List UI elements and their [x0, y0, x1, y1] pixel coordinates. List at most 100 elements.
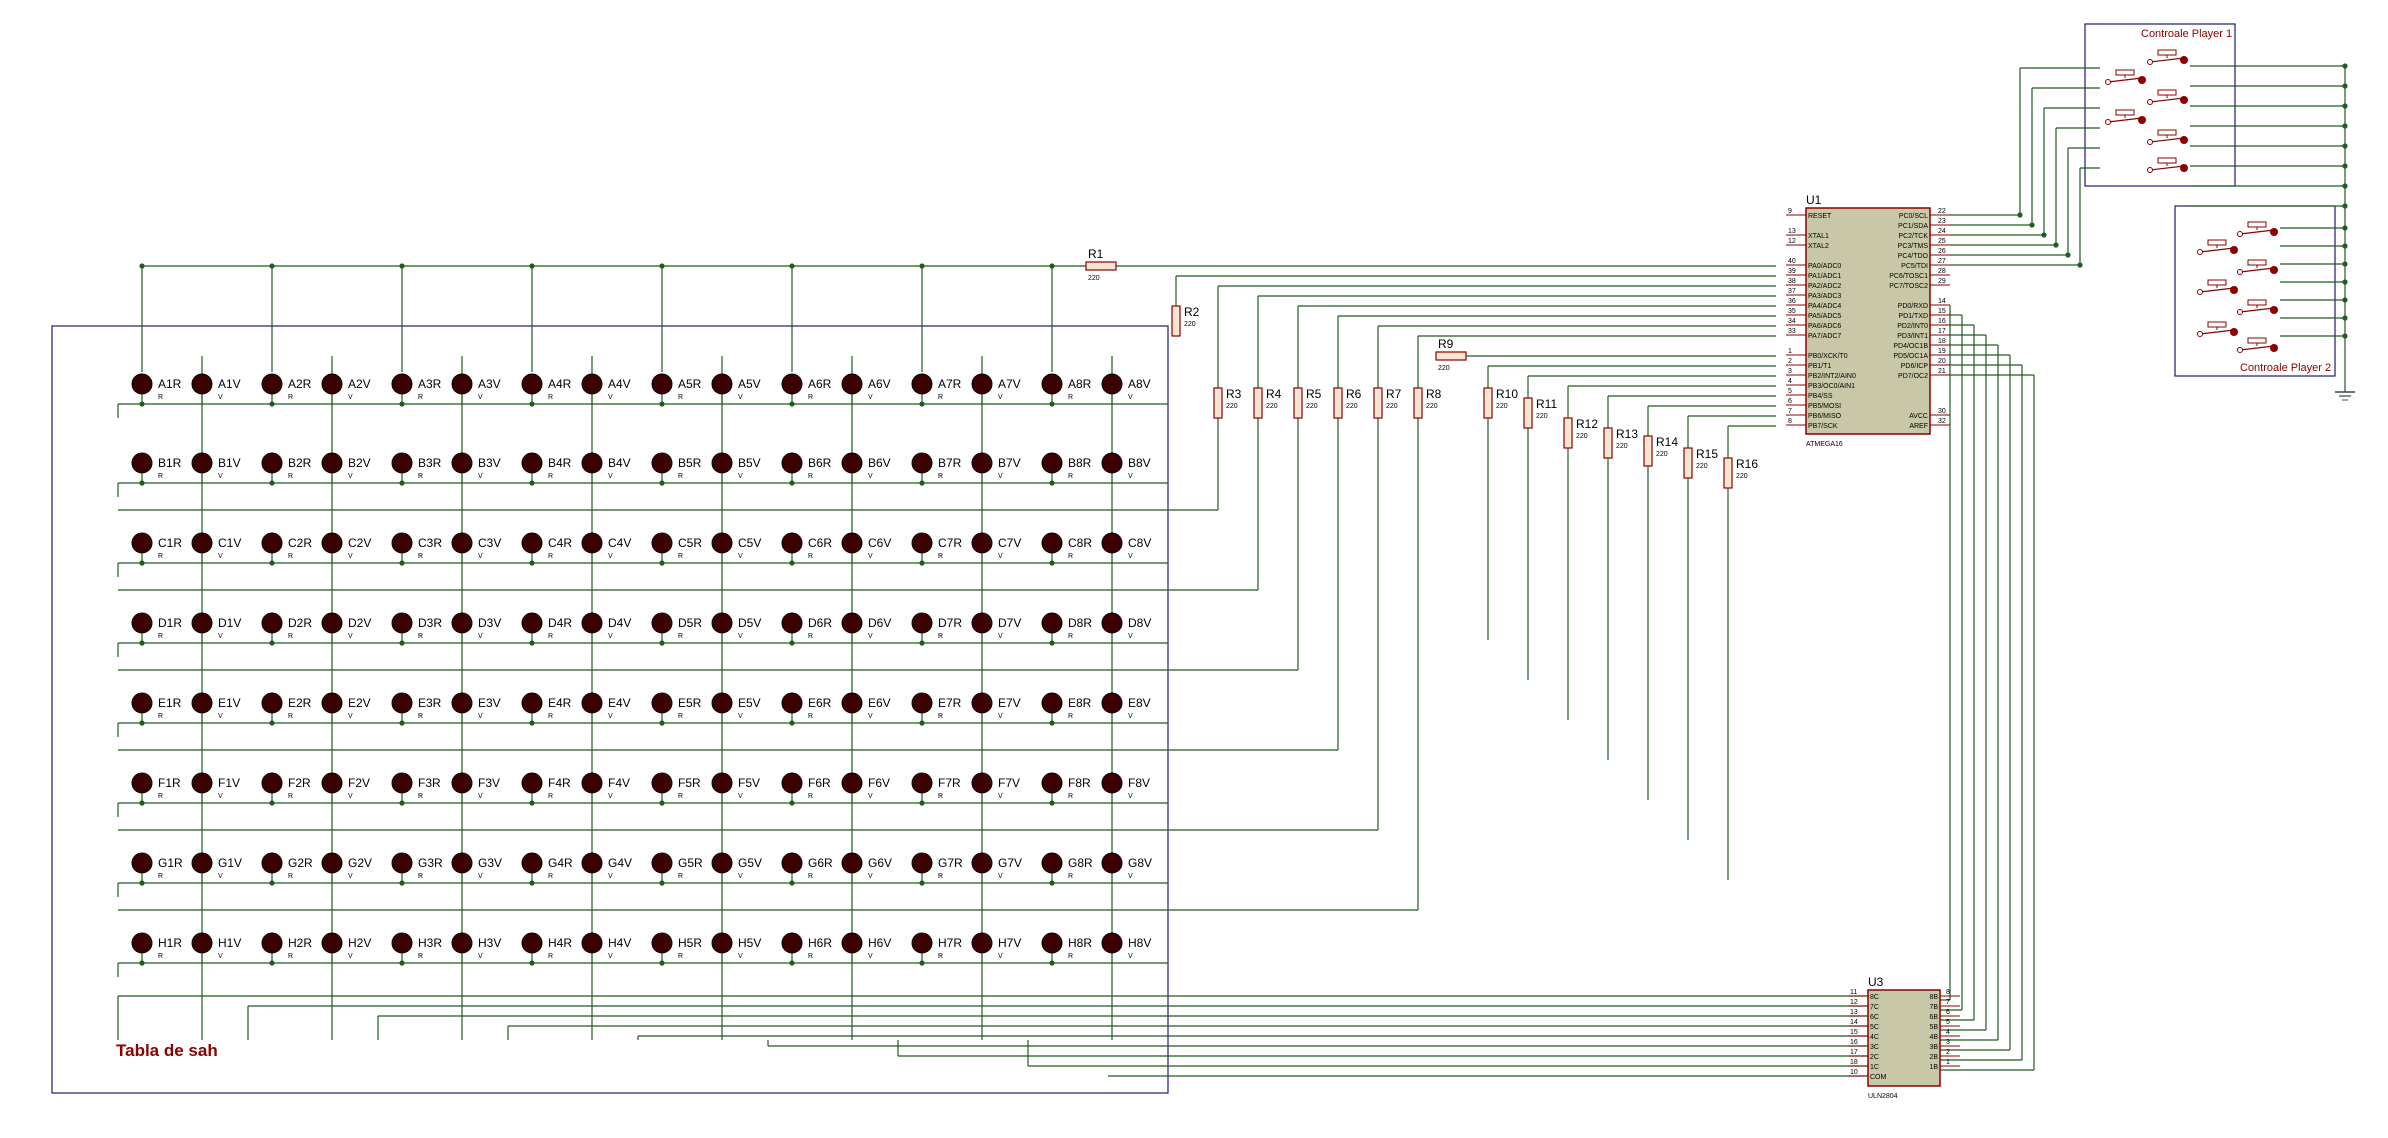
- led-red-tag: R: [288, 793, 293, 800]
- pin-name: PA4/ADC4: [1808, 303, 1841, 310]
- led-green: [191, 772, 213, 794]
- button-terminal: [2180, 164, 2188, 172]
- led-green: [1101, 612, 1123, 634]
- led-red-tag: R: [1068, 473, 1073, 480]
- player1-button-2: [2105, 69, 2146, 85]
- led-green: [321, 932, 343, 954]
- led-red-tag: R: [1068, 793, 1073, 800]
- led-green-tag: V: [868, 553, 873, 560]
- led-green-label: H5V: [738, 936, 761, 950]
- pin-name: PC1/SDA: [1898, 223, 1928, 230]
- resistor-value: 220: [1536, 413, 1548, 420]
- led-red: [651, 612, 673, 634]
- led-green-tag: V: [1128, 553, 1133, 560]
- led-red-tag: R: [548, 553, 553, 560]
- led-red-tag: R: [1068, 553, 1073, 560]
- led-red: [521, 612, 543, 634]
- button-contact: [2239, 229, 2275, 235]
- led-green: [451, 452, 473, 474]
- chip-part: ULN2804: [1868, 1093, 1898, 1100]
- player2-button-6: [2197, 321, 2238, 337]
- led-green: [321, 852, 343, 874]
- junction-dot: [2342, 83, 2348, 89]
- resistor-body: [1293, 387, 1303, 419]
- led-green-label: C1V: [218, 536, 241, 550]
- led-green-label: D7V: [998, 616, 1021, 630]
- led-green: [321, 373, 343, 395]
- resistor-body: [1333, 387, 1343, 419]
- led-green-tag: V: [218, 633, 223, 640]
- led-green-label: H7V: [998, 936, 1021, 950]
- led-green: [581, 932, 603, 954]
- led-green: [971, 452, 993, 474]
- led-green-tag: V: [348, 873, 353, 880]
- pin-number: 35: [1788, 308, 1796, 315]
- led-red-tag: R: [288, 713, 293, 720]
- led-red-tag: R: [418, 873, 423, 880]
- button-terminal: [2270, 228, 2278, 236]
- pin-name: PD3/INT1: [1897, 333, 1928, 340]
- resistor-value: 220: [1346, 403, 1358, 410]
- resistor-ref: R16: [1736, 457, 1758, 471]
- led-green-tag: V: [478, 394, 483, 401]
- resistor-body: [1683, 447, 1693, 479]
- led-green-tag: V: [608, 394, 613, 401]
- led-green-tag: V: [738, 473, 743, 480]
- resistor-value: 220: [1426, 403, 1438, 410]
- led-green-label: A5V: [738, 377, 761, 391]
- pin-number: 5: [1946, 1019, 1950, 1026]
- led-green-tag: V: [738, 793, 743, 800]
- led-green: [711, 452, 733, 474]
- led-green-tag: V: [348, 953, 353, 960]
- led-green-label: E8V: [1128, 696, 1151, 710]
- led-green-tag: V: [478, 713, 483, 720]
- led-green-label: F5V: [738, 776, 760, 790]
- led-green: [841, 692, 863, 714]
- pin-number: 23: [1938, 218, 1946, 225]
- pin-name: PD4/OC1B: [1893, 343, 1928, 350]
- pin-number: 18: [1938, 338, 1946, 345]
- led-red: [261, 852, 283, 874]
- led-red-tag: R: [938, 793, 943, 800]
- led-green-tag: V: [738, 394, 743, 401]
- led-red: [911, 532, 933, 554]
- junction-dot: [2342, 123, 2348, 129]
- led-red-tag: R: [1068, 394, 1073, 401]
- led-green-label: B8V: [1128, 456, 1151, 470]
- led-red-tag: R: [548, 953, 553, 960]
- junction-dot: [2342, 225, 2348, 231]
- button-cap: [2157, 129, 2177, 136]
- led-red: [131, 373, 153, 395]
- resistor-ref: R10: [1496, 387, 1518, 401]
- pin-name: PC2/TCK: [1898, 233, 1928, 240]
- led-red-tag: R: [158, 793, 163, 800]
- led-green: [841, 772, 863, 794]
- led-green-tag: V: [738, 873, 743, 880]
- led-red: [651, 452, 673, 474]
- chip-part: ATMEGA16: [1806, 441, 1843, 448]
- led-red: [131, 452, 153, 474]
- junction-dot: [2017, 212, 2023, 218]
- led-red: [781, 452, 803, 474]
- pin-number: 4: [1946, 1029, 1950, 1036]
- player1-button-4: [2105, 109, 2146, 125]
- pin-number: 21: [1938, 368, 1946, 375]
- led-red: [391, 692, 413, 714]
- resistor-value: 220: [1184, 321, 1196, 328]
- pin-name: PD7/OC2: [1898, 373, 1928, 380]
- led-green-label: H2V: [348, 936, 371, 950]
- led-green-tag: V: [478, 473, 483, 480]
- led-green-label: B5V: [738, 456, 761, 470]
